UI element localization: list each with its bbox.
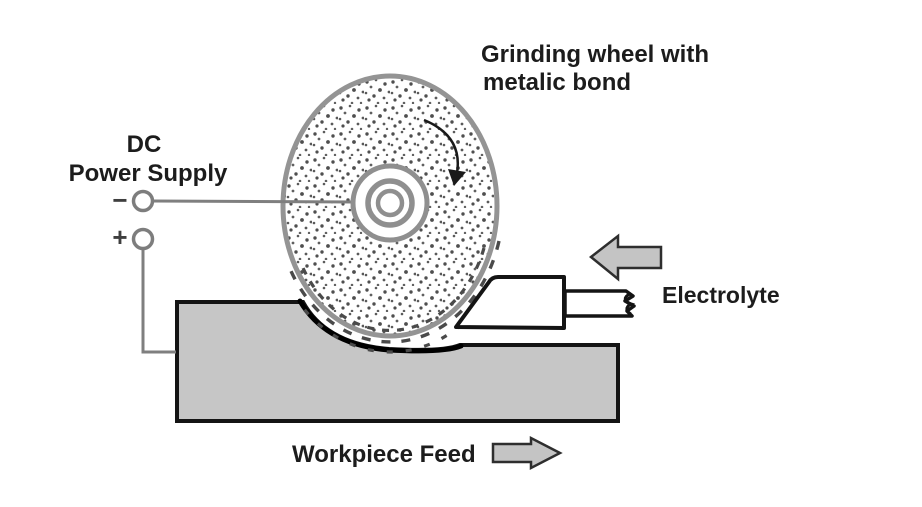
workpiece-feed-label: Workpiece Feed	[292, 441, 476, 468]
electrolyte-label: Electrolyte	[662, 282, 780, 308]
plus-sign: +	[112, 222, 127, 252]
wire-positive	[141, 249, 176, 354]
wheel-label-line2: metalic bond	[483, 69, 631, 96]
tube-break-mark	[623, 292, 636, 316]
debris-arc-inner	[301, 247, 486, 332]
debris-dashes	[286, 240, 501, 354]
wheel-hub	[350, 163, 430, 243]
negative-terminal	[131, 189, 155, 213]
wire-negative	[152, 199, 357, 204]
wheel-rim	[280, 73, 500, 339]
electrolyte-flow-arrow-icon	[588, 233, 663, 282]
workpiece-notch	[297, 298, 464, 354]
debris-arc-outer	[295, 278, 498, 354]
rotation-arrow-icon	[423, 118, 466, 186]
power-supply-label: Power Supply	[69, 160, 228, 187]
hub-inner-ring	[375, 188, 405, 218]
workpiece-feed-arrow-icon	[491, 435, 563, 471]
wheel-label-line1: Grinding wheel with	[481, 41, 709, 68]
electrolyte-nozzle	[454, 275, 566, 330]
debris-arc-mid	[286, 240, 501, 344]
minus-sign: −	[112, 185, 127, 215]
dc-label: DC	[127, 131, 162, 158]
nozzle-tube	[563, 289, 636, 318]
positive-terminal	[131, 227, 155, 251]
